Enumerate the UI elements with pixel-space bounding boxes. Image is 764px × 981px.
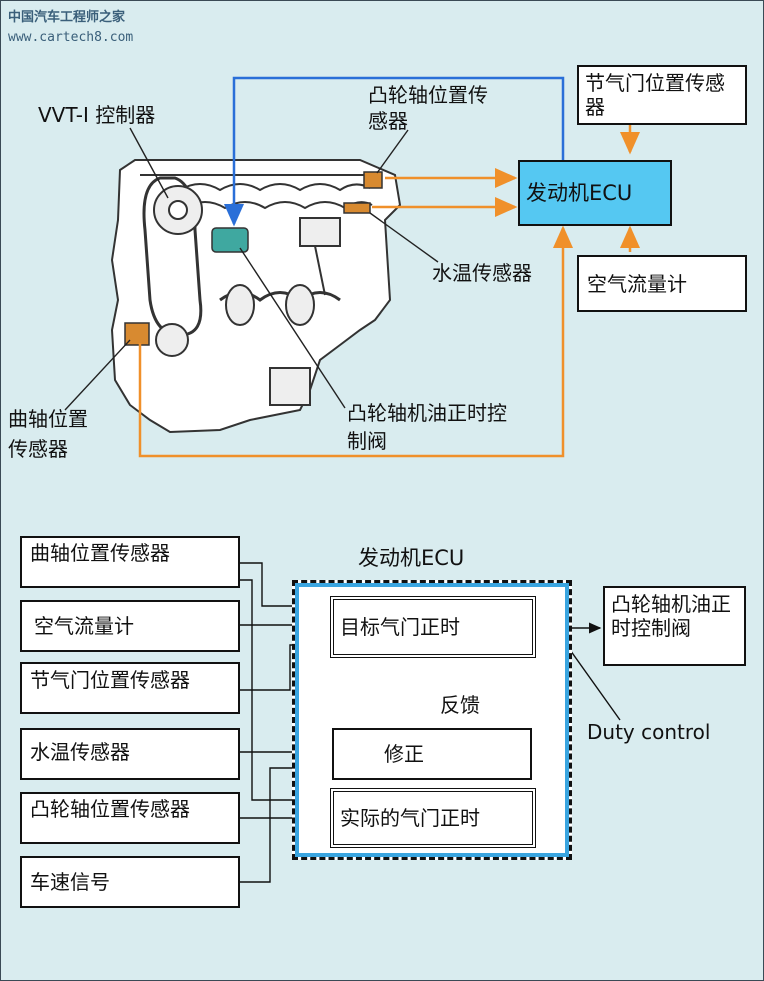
cam-sensor-part xyxy=(363,171,383,189)
engine-illustration xyxy=(110,159,402,434)
input-crank-sensor: 曲轴位置传感器 xyxy=(20,536,240,588)
crank-sensor-label-line2: 传感器 xyxy=(8,437,68,461)
input-water-temp: 水温传感器 xyxy=(20,728,240,780)
input-cam-sensor: 凸轮轴位置传感器 xyxy=(20,792,240,844)
water-temp-sensor-label: 水温传感器 xyxy=(432,261,532,285)
target-timing-label: 目标气门正时 xyxy=(340,615,460,639)
watermark-url: www.cartech8.com xyxy=(8,30,134,45)
input-cam-sensor-label: 凸轮轴位置传感器 xyxy=(30,797,190,821)
crank-sensor-label-line1: 曲轴位置 xyxy=(8,407,88,431)
input-airflow: 空气流量计 xyxy=(20,600,240,652)
throttle-sensor-line2: 器 xyxy=(585,95,605,119)
output-ocv-line1: 凸轮轴机油正 xyxy=(611,592,731,616)
output-ocv-line2: 时控制阀 xyxy=(611,616,691,640)
cam-sensor-label-line1: 凸轮轴位置传 xyxy=(368,83,488,107)
input-throttle-label: 节气门位置传感器 xyxy=(30,668,190,692)
input-airflow-label: 空气流量计 xyxy=(34,614,134,638)
ecu-box-top: 发动机ECU xyxy=(518,160,672,226)
airflow-meter-box: 空气流量计 xyxy=(577,255,747,312)
input-throttle: 节气门位置传感器 xyxy=(20,662,240,714)
airflow-meter-label: 空气流量计 xyxy=(587,271,687,296)
actual-timing-label: 实际的气门正时 xyxy=(340,806,480,830)
input-vehicle-speed: 车速信号 xyxy=(20,856,240,908)
output-ocv-box: 凸轮轴机油正 时控制阀 xyxy=(603,586,746,666)
correction-label: 修正 xyxy=(384,742,424,766)
ocv-valve-part xyxy=(211,227,249,253)
ocv-label-line1: 凸轮轴机油正时控 xyxy=(347,401,507,425)
throttle-sensor-line1: 节气门位置传感 xyxy=(585,71,725,95)
feedback-label: 反馈 xyxy=(440,693,480,717)
throttle-sensor-box: 节气门位置传感 器 xyxy=(577,65,747,125)
target-timing-block: 目标气门正时 xyxy=(330,596,536,658)
water-temp-sensor-part xyxy=(343,202,371,214)
ecu-box-top-label: 发动机ECU xyxy=(526,181,633,205)
ecu-title-bottom: 发动机ECU xyxy=(358,546,465,570)
duty-control-label: Duty control xyxy=(587,720,711,744)
input-crank-sensor-label: 曲轴位置传感器 xyxy=(30,541,170,565)
crank-sensor-part xyxy=(124,322,150,346)
input-water-temp-label: 水温传感器 xyxy=(30,740,130,764)
cam-sensor-label-line2: 感器 xyxy=(368,109,408,133)
actual-timing-block: 实际的气门正时 xyxy=(330,788,536,848)
watermark-title: 中国汽车工程师之家 xyxy=(8,10,126,25)
correction-block: 修正 xyxy=(332,728,532,780)
vvt-controller-label: VVT-I 控制器 xyxy=(38,103,156,127)
ocv-label-line2: 制阀 xyxy=(347,429,387,453)
input-vehicle-speed-label: 车速信号 xyxy=(30,870,110,894)
